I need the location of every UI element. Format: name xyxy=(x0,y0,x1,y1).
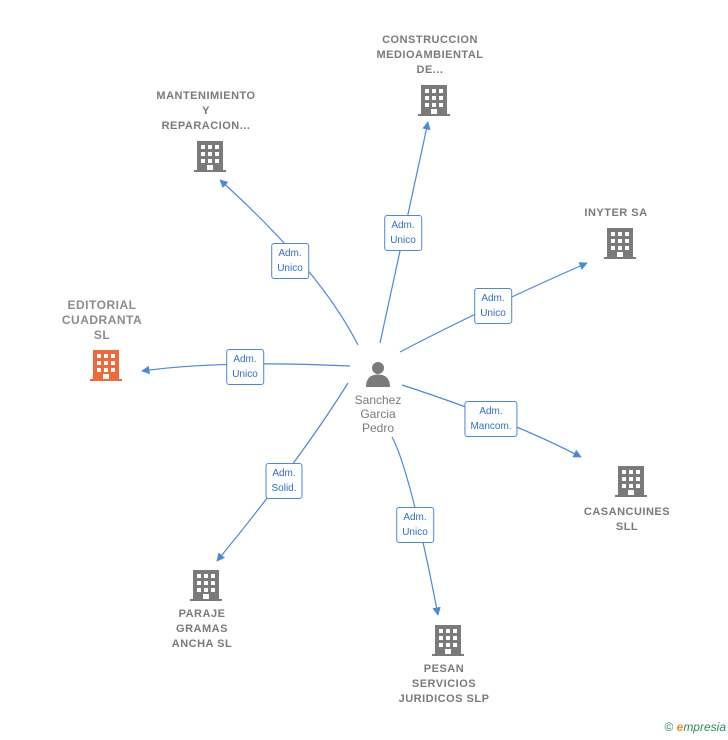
company-label-construccion[interactable]: CONSTRUCCION MEDIOAMBIENTAL DE... xyxy=(376,34,484,76)
brand-initial: e xyxy=(676,720,684,734)
relation-badge-casancuines[interactable]: Adm. Mancom. xyxy=(464,401,518,437)
building-icon[interactable] xyxy=(603,228,637,267)
building-icon[interactable] xyxy=(189,570,223,609)
relation-edge-pesan xyxy=(391,436,441,616)
company-label-mantenimiento[interactable]: MANTENIMIENTO Y REPARACION... xyxy=(156,90,256,132)
building-icon[interactable] xyxy=(614,466,648,505)
building-icon[interactable] xyxy=(89,350,123,389)
brand-footer: © empresia xyxy=(664,720,726,734)
company-label-inyter[interactable]: INYTER SA xyxy=(584,207,648,219)
company-label-paraje[interactable]: PARAJE GRAMAS ANCHA SL xyxy=(171,608,233,650)
relation-badge-inyter[interactable]: Adm. Unico xyxy=(474,288,512,324)
relation-badge-construccion[interactable]: Adm. Unico xyxy=(384,215,422,251)
relation-badge-editorial[interactable]: Adm. Unico xyxy=(226,349,264,385)
copyright-symbol: © xyxy=(664,720,674,734)
company-label-editorial[interactable]: EDITORIAL CUADRANTA SL xyxy=(61,298,143,342)
company-label-pesan[interactable]: PESAN SERVICIOS JURIDICOS SLP xyxy=(398,663,490,705)
person-icon[interactable] xyxy=(364,359,392,392)
person-name[interactable]: Sanchez Garcia Pedro xyxy=(354,393,402,435)
building-icon[interactable] xyxy=(417,85,451,124)
relation-badge-mantenimiento[interactable]: Adm. Unico xyxy=(271,243,309,279)
building-icon[interactable] xyxy=(193,141,227,180)
relation-badge-paraje[interactable]: Adm. Solid. xyxy=(265,463,303,499)
building-icon[interactable] xyxy=(431,625,465,664)
brand-name: mpresia xyxy=(683,720,726,734)
company-label-casancuines[interactable]: CASANCUINES SLL xyxy=(583,506,671,533)
relation-badge-pesan[interactable]: Adm. Unico xyxy=(396,507,434,543)
